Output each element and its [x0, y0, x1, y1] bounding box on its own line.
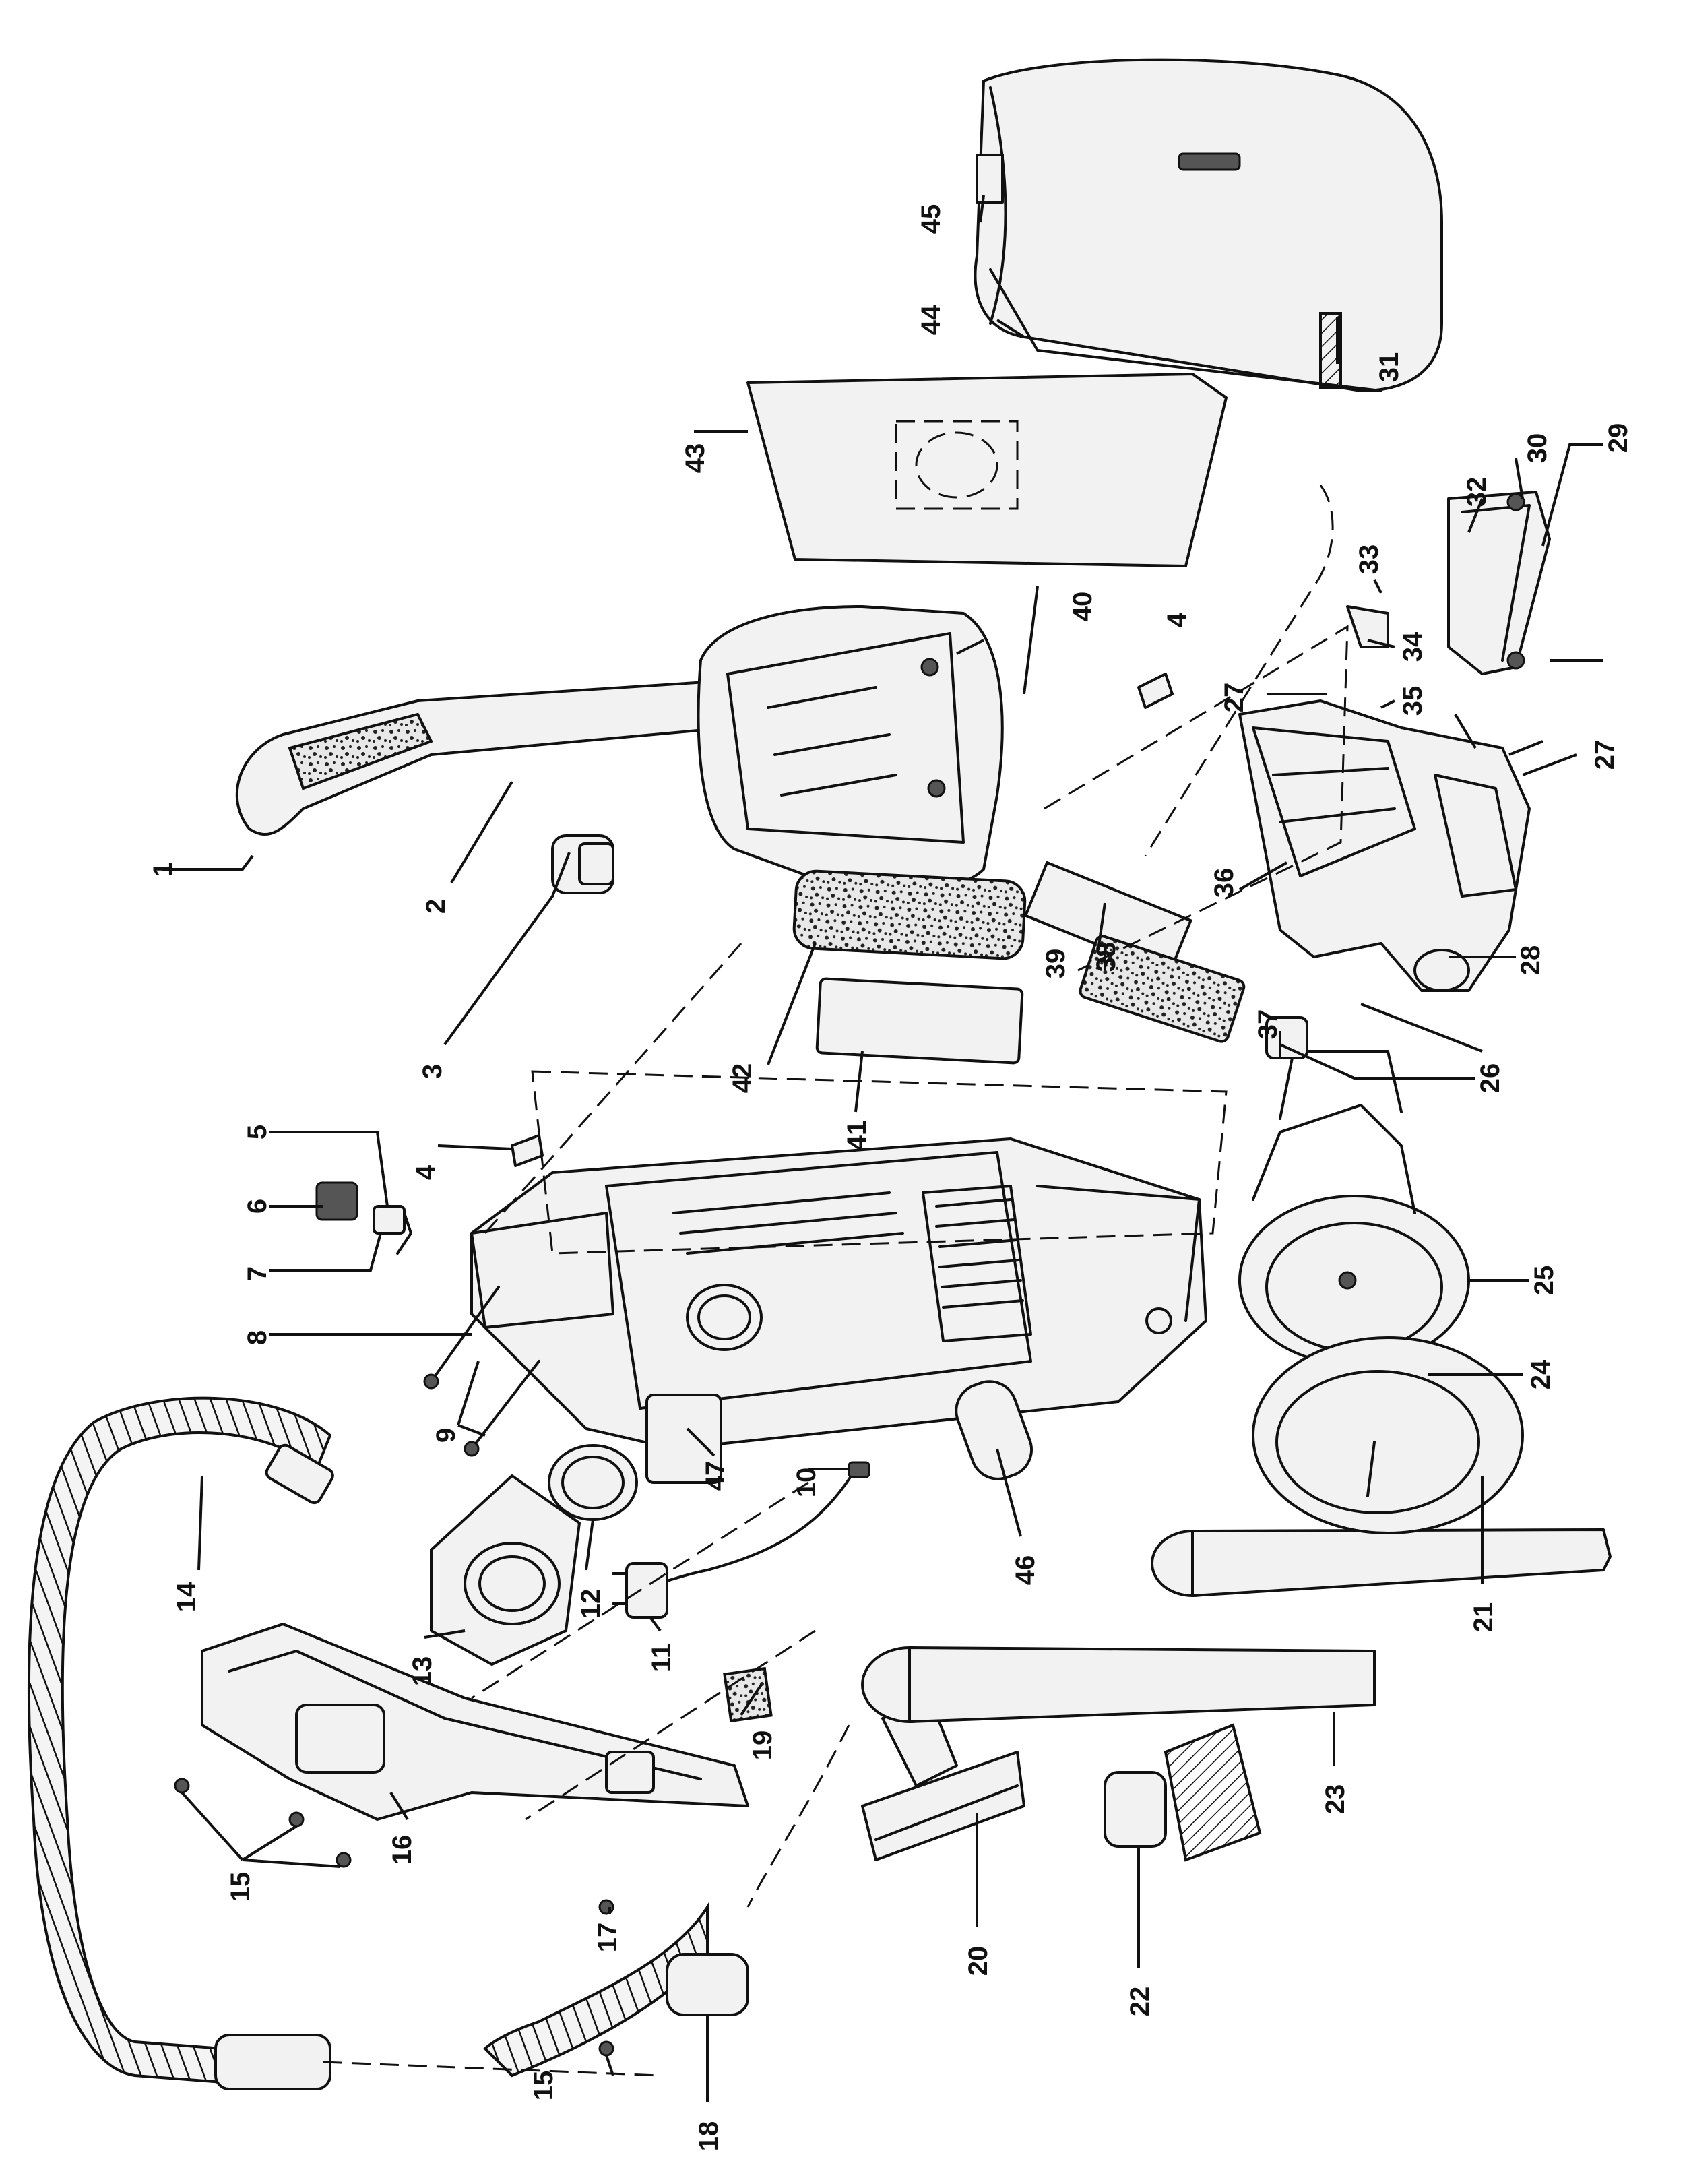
callout-33: 33 [1354, 544, 1384, 575]
hose-cuff [265, 1443, 334, 1505]
callout-1: 1 [148, 862, 178, 877]
callout-41: 41 [842, 1121, 872, 1151]
power-plug [612, 1562, 668, 1619]
callout-4a: 4 [411, 1164, 441, 1180]
callout-13: 13 [408, 1656, 437, 1687]
wand-hose [483, 1902, 709, 2078]
callout-19: 19 [748, 1730, 777, 1761]
callout-25: 25 [1529, 1266, 1559, 1296]
dusting-brush [1104, 1723, 1262, 1862]
rear-wheel [955, 1380, 1033, 1480]
upholstery-tool [861, 1697, 1025, 1861]
callout-9: 9 [431, 1428, 461, 1443]
crevice-tool [1151, 1528, 1612, 1597]
callout-42: 42 [728, 1063, 757, 1094]
callout-4b: 4 [1162, 612, 1192, 627]
callout-21: 21 [1469, 1602, 1498, 1633]
callout-20: 20 [963, 1946, 993, 1976]
callout-23: 23 [1320, 1784, 1350, 1815]
light-bulb [551, 834, 614, 894]
callout-18: 18 [694, 2121, 724, 2152]
switch-assembly [315, 1181, 412, 1255]
exhaust-filter-frame [815, 977, 1024, 1065]
callout-7: 7 [243, 1266, 272, 1281]
callout-47: 47 [701, 1461, 730, 1491]
callout-14: 14 [172, 1582, 201, 1612]
callout-3: 3 [418, 1064, 447, 1079]
callout-26: 26 [1475, 1063, 1505, 1094]
callout-36: 36 [1209, 868, 1239, 898]
hood-latch [976, 154, 1004, 204]
dust-bag [746, 373, 1228, 567]
callout-2: 2 [421, 899, 451, 914]
flex-hose [27, 1396, 332, 2084]
small-screws [174, 1778, 614, 2057]
callout-40: 40 [1068, 592, 1097, 622]
callout-35: 35 [1398, 686, 1428, 716]
nozzle-base [1238, 699, 1531, 992]
callout-39: 39 [1041, 949, 1071, 979]
callout-44: 44 [916, 305, 946, 335]
pin-lower [511, 1134, 544, 1167]
callout-28: 28 [1516, 945, 1546, 976]
callout-6: 6 [243, 1199, 272, 1214]
handle-and-upper-housing [235, 605, 1004, 892]
callout-46: 46 [1011, 1555, 1040, 1586]
callout-38: 38 [1091, 942, 1121, 972]
callout-17: 17 [593, 1923, 623, 1953]
callout-8: 8 [243, 1330, 272, 1345]
callout-24: 24 [1526, 1359, 1556, 1390]
cord-clip [848, 1461, 870, 1478]
callout-10: 10 [792, 1468, 821, 1498]
callout-11: 11 [647, 1644, 676, 1672]
filter-pad [792, 869, 1027, 960]
foam-pad [723, 1666, 773, 1723]
assembly-guide-lines [323, 485, 1349, 2077]
callout-34: 34 [1398, 631, 1428, 662]
callout-37: 37 [1253, 1009, 1283, 1040]
hose-end [214, 2034, 331, 2090]
callout-27b: 27 [1590, 740, 1620, 770]
motor-bushing [1265, 1016, 1308, 1059]
callout-32: 32 [1462, 477, 1492, 507]
main-base-housing [470, 1137, 1207, 1484]
callout-5: 5 [243, 1125, 272, 1140]
handle-bracket [201, 1623, 749, 1821]
leader-lines [162, 195, 1603, 2102]
callout-labels: 1 2 3 4 4 5 6 7 8 9 10 11 12 13 14 15 15… [148, 204, 1633, 2152]
hose-swivel-end [666, 1953, 749, 2016]
callout-29: 29 [1603, 423, 1633, 454]
callout-22: 22 [1125, 1987, 1155, 2017]
callout-30: 30 [1523, 433, 1552, 464]
extension-wand [861, 1646, 1376, 1723]
callout-15a: 15 [226, 1872, 255, 1902]
motor-mount-ring [1252, 1336, 1524, 1534]
latch-bracket [1346, 605, 1389, 648]
hood-cover [974, 58, 1443, 392]
front-bumper [1447, 491, 1551, 675]
callout-15b: 15 [529, 2071, 559, 2101]
hose-adapter [430, 1474, 581, 1666]
motor-assembly [1238, 1050, 1470, 1366]
callout-45: 45 [916, 204, 946, 235]
callout-16: 16 [387, 1835, 417, 1865]
callout-31: 31 [1374, 352, 1404, 383]
callout-27a: 27 [1219, 683, 1249, 713]
pin-upper [1137, 673, 1174, 709]
callout-43: 43 [680, 443, 710, 474]
callout-12: 12 [576, 1589, 606, 1619]
